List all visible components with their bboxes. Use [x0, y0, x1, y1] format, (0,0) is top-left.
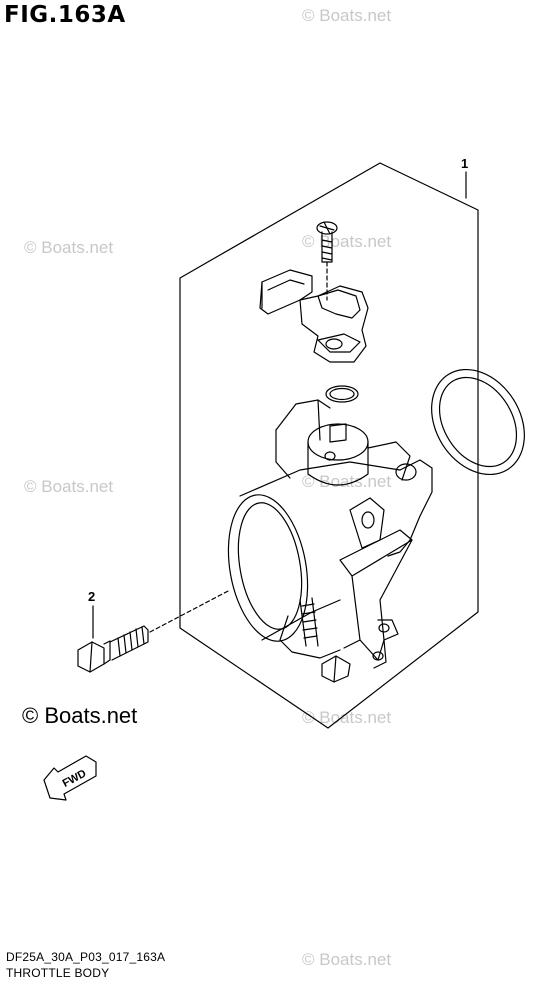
watermark: © Boats.net: [302, 950, 392, 969]
watermark: © Boats.net: [302, 6, 392, 25]
small-o-ring: [325, 385, 359, 403]
watermark: © Boats.net: [302, 708, 392, 727]
watermark: © Boats.net: [24, 238, 114, 257]
figure-title: FIG.163A: [4, 2, 126, 28]
figure-code: DF25A_30A_P03_017_163A: [6, 950, 166, 964]
figure-caption: THROTTLE BODY: [6, 966, 110, 980]
fwd-arrow: [43, 755, 97, 801]
fwd-label: FWD: [61, 768, 89, 790]
callout-1: 1: [461, 156, 469, 171]
gasket-ring: [431, 368, 525, 476]
callout-2: 2: [88, 589, 96, 604]
watermark: © Boats.net: [24, 477, 114, 496]
bolt: [77, 589, 231, 673]
watermark: © Boats.net: [302, 472, 392, 491]
throttle-body: [227, 399, 433, 683]
bolt-center-line: [149, 589, 231, 633]
throttle-position-sensor: [259, 269, 369, 363]
watermark-large: © Boats.net: [22, 703, 138, 728]
assembly-outline: [179, 162, 479, 729]
